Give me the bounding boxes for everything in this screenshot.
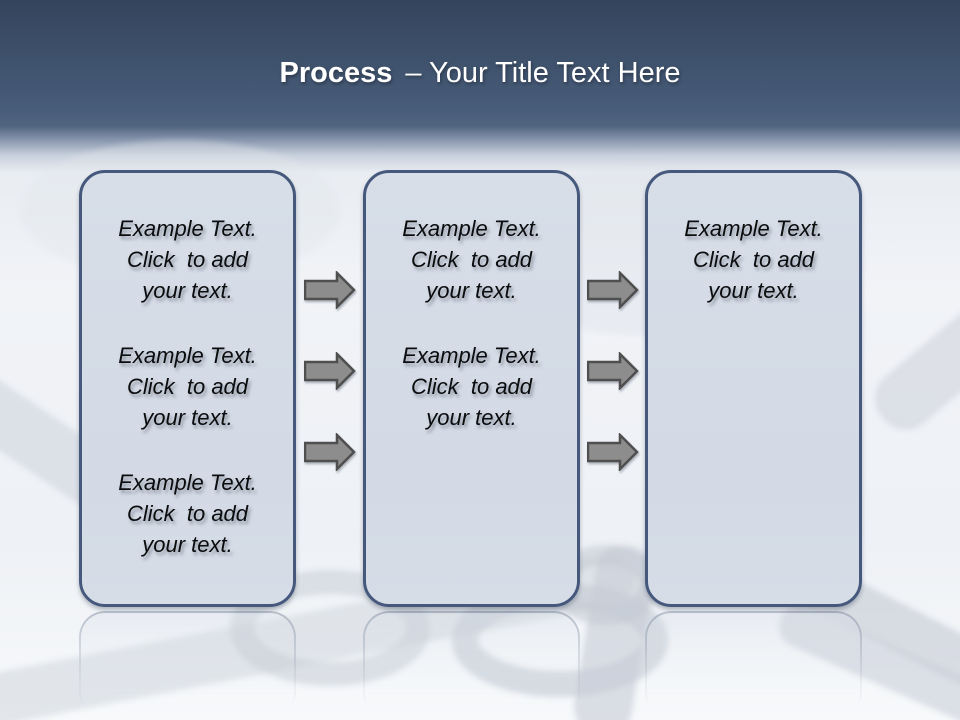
right-arrow-icon: [304, 352, 356, 390]
box-reflection: [79, 611, 296, 719]
flow-arrow[interactable]: [304, 271, 356, 309]
right-arrow-icon: [587, 271, 639, 309]
right-arrow-icon: [304, 271, 356, 309]
slide-title-text: – Your Title Text Here: [405, 57, 681, 89]
right-arrow-icon: [587, 352, 639, 390]
flow-arrow[interactable]: [587, 433, 639, 471]
right-arrow-icon: [587, 433, 639, 471]
text-placeholder[interactable]: Example Text. Click to add your text.: [118, 343, 257, 430]
flow-arrow[interactable]: [304, 352, 356, 390]
process-box-2[interactable]: Example Text. Click to add your text. Ex…: [363, 170, 580, 607]
text-placeholder[interactable]: Example Text. Click to add your text.: [402, 216, 541, 303]
text-placeholder[interactable]: Example Text. Click to add your text.: [118, 216, 257, 303]
slide-title[interactable]: Process – Your Title Text Here: [0, 52, 960, 94]
text-placeholder[interactable]: Example Text. Click to add your text.: [402, 343, 541, 430]
flow-arrow[interactable]: [587, 352, 639, 390]
slide-title-keyword: Process: [279, 57, 393, 89]
process-box-3[interactable]: Example Text. Click to add your text.: [645, 170, 862, 607]
flow-arrow[interactable]: [304, 433, 356, 471]
box-reflection: [363, 611, 580, 719]
box-reflection: [645, 611, 862, 719]
process-box-1[interactable]: Example Text. Click to add your text. Ex…: [79, 170, 296, 607]
text-placeholder[interactable]: Example Text. Click to add your text.: [684, 216, 823, 303]
right-arrow-icon: [304, 433, 356, 471]
flow-arrow[interactable]: [587, 271, 639, 309]
text-placeholder[interactable]: Example Text. Click to add your text.: [118, 470, 257, 557]
